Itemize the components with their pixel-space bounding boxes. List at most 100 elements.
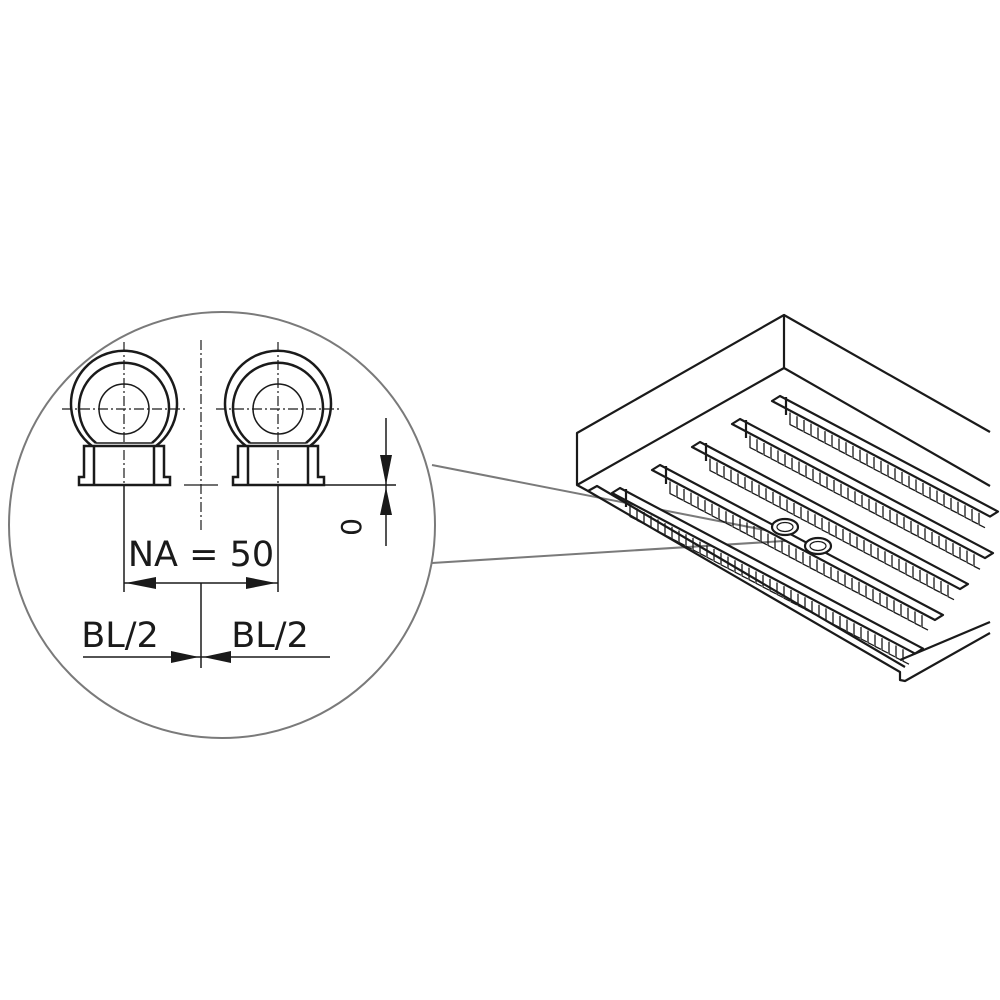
fin (770, 446, 778, 463)
fin (805, 465, 813, 481)
fin (774, 537, 782, 553)
fin (760, 529, 768, 546)
fin (914, 611, 922, 627)
arrow-right-icon (171, 651, 199, 663)
fin (845, 442, 853, 458)
fin (873, 457, 881, 473)
fin (957, 501, 965, 518)
fin (657, 519, 665, 535)
arrow-left-icon (126, 577, 156, 589)
channel-rail (690, 440, 970, 591)
fin (874, 634, 882, 650)
fin (749, 435, 757, 452)
fin (791, 457, 799, 474)
fin (709, 458, 717, 475)
fin (650, 515, 658, 532)
fin (854, 491, 862, 507)
channel-rail (650, 463, 945, 622)
radiator-front-rail-lower (587, 490, 991, 683)
arrow-down-icon (380, 455, 392, 485)
fin (730, 469, 738, 486)
fin (924, 528, 932, 544)
fin (898, 558, 906, 575)
spacing-label: NA = 50 (128, 535, 274, 575)
fin (790, 589, 798, 606)
fin (940, 580, 948, 597)
fin (643, 511, 651, 528)
fin (711, 503, 719, 520)
fin (907, 607, 915, 624)
fin (922, 483, 930, 499)
fin (777, 450, 785, 466)
fin-channel (690, 440, 970, 601)
fin (765, 488, 773, 504)
centerlines (62, 340, 340, 530)
fin (671, 526, 679, 543)
fin (933, 577, 941, 593)
fin (959, 546, 967, 563)
fin (894, 468, 902, 484)
pipe-connection-left (770, 517, 800, 537)
fin-channel (730, 417, 995, 570)
fin (950, 497, 958, 514)
fin (856, 536, 864, 553)
fin (964, 505, 972, 521)
pipe-bore-left (776, 521, 794, 533)
fin (847, 487, 855, 504)
fin (882, 506, 890, 522)
fin (706, 545, 714, 561)
fin (814, 514, 822, 530)
fin (804, 597, 812, 613)
fin (886, 596, 894, 613)
fin (664, 523, 672, 539)
pipe-connection-right (803, 536, 833, 556)
fin (936, 490, 944, 507)
fin (812, 468, 820, 485)
fin (825, 608, 833, 625)
fin (919, 569, 927, 586)
channel-rail (730, 417, 995, 560)
fin (732, 514, 740, 531)
fin (846, 619, 854, 636)
fin (744, 477, 752, 493)
fin (734, 560, 742, 576)
fin (978, 512, 986, 529)
fin (807, 510, 815, 527)
fin (908, 475, 916, 492)
fin (952, 543, 960, 559)
fin (798, 461, 806, 478)
fin-channel (610, 486, 925, 665)
fin (793, 503, 801, 519)
fin (929, 486, 937, 503)
fin (758, 484, 766, 501)
fin (816, 559, 824, 576)
left-half-length-label: BL/2 (81, 616, 159, 656)
fin (783, 586, 791, 602)
fin (713, 549, 721, 565)
fin (811, 601, 819, 617)
right-half-length-label: BL/2 (231, 616, 309, 656)
fin (704, 500, 712, 516)
fin (824, 431, 832, 447)
fin (947, 584, 955, 601)
fin (884, 551, 892, 567)
fin (776, 582, 784, 599)
fin (903, 517, 911, 533)
fin (915, 479, 923, 495)
fin (875, 502, 883, 518)
fin (737, 473, 745, 489)
fin (842, 529, 850, 545)
fin (762, 575, 770, 591)
fin (901, 471, 909, 488)
fin (809, 555, 817, 572)
pipe-bore-right (809, 540, 827, 552)
fin (853, 623, 861, 639)
fin (746, 522, 754, 538)
height-label: 0 (335, 518, 368, 536)
fin (826, 476, 834, 492)
fin (802, 552, 810, 568)
arrow-right-icon (246, 577, 276, 589)
fin (851, 578, 859, 594)
callout-line-top (431, 464, 781, 534)
